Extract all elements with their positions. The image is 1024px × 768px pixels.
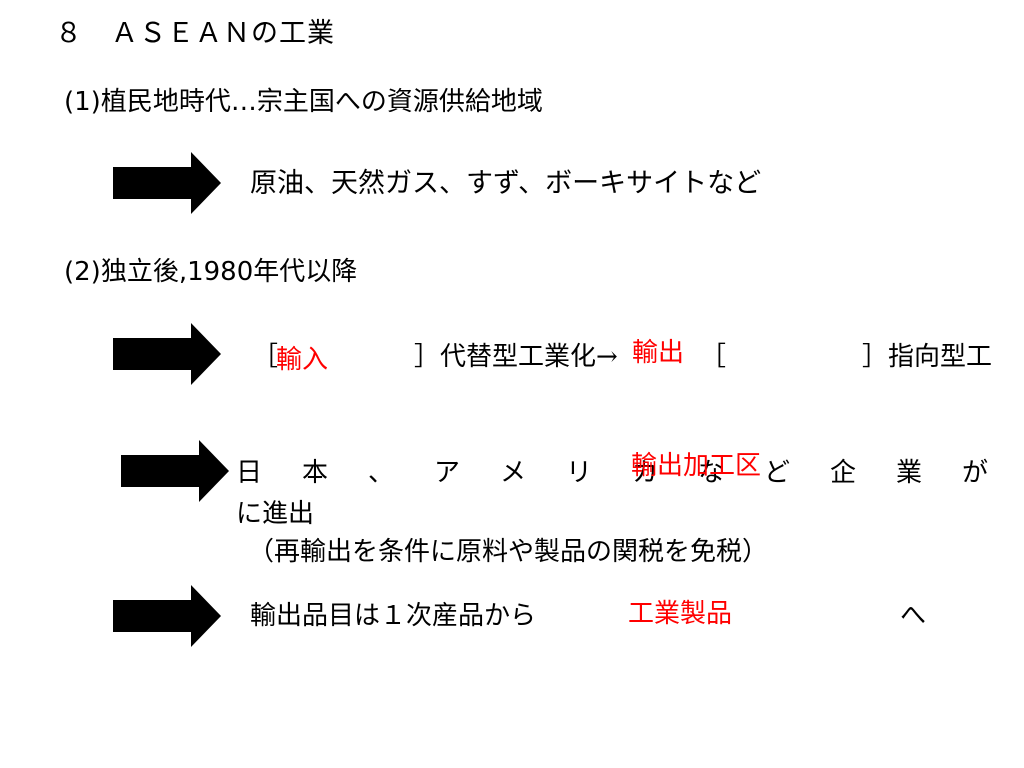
line2-continuation: に進出	[236, 499, 315, 529]
answer-import: 輸入	[276, 345, 329, 375]
spaced-char: 企	[830, 458, 857, 488]
open-bracket-2: ［	[700, 342, 727, 372]
section1-heading: (1)植民地時代…宗主国への資源供給地域	[64, 87, 543, 117]
spaced-char: 、	[368, 458, 395, 488]
close-bracket-1-text: ］代替型工業化→	[414, 342, 618, 372]
answer-export: 輸出	[632, 338, 685, 368]
answer-industrial-products: 工業製品	[628, 599, 733, 629]
spaced-char: 業	[896, 458, 923, 488]
right-arrow-icon	[121, 440, 231, 502]
section2-heading: (2)独立後,1980年代以降	[64, 257, 358, 287]
spaced-char: メ	[500, 458, 527, 488]
section1-point: 原油、天然ガス、すず、ボーキサイトなど	[250, 168, 762, 199]
line3-text-after: へ	[900, 601, 927, 631]
right-arrow-icon	[113, 323, 223, 385]
open-bracket-1: ［	[252, 342, 279, 372]
close-bracket-2-text: ］指向型工	[862, 342, 993, 372]
spaced-char: な	[698, 458, 725, 488]
line3-text-before: 輸出品目は１次産品から	[250, 601, 537, 631]
spaced-char: 日	[236, 458, 263, 488]
spaced-char: カ	[632, 458, 659, 488]
spaced-char: ど	[764, 458, 791, 488]
line2-spaced-text: 日 本 、 ア メ リ カ な ど 企 業 が	[236, 457, 992, 489]
right-arrow-icon	[113, 152, 223, 214]
spaced-char: 本	[302, 458, 329, 488]
spaced-char: リ	[566, 458, 593, 488]
spaced-char: ア	[434, 458, 461, 488]
slide-title: ８ ＡＳＥＡＮの工業	[55, 18, 335, 49]
answer-export-processing-zone: 輸出加工区	[631, 451, 762, 481]
spaced-char: が	[962, 458, 989, 488]
line2-note: （再輸出を条件に原料や製品の関税を免税）	[248, 537, 769, 567]
right-arrow-icon	[113, 585, 223, 647]
